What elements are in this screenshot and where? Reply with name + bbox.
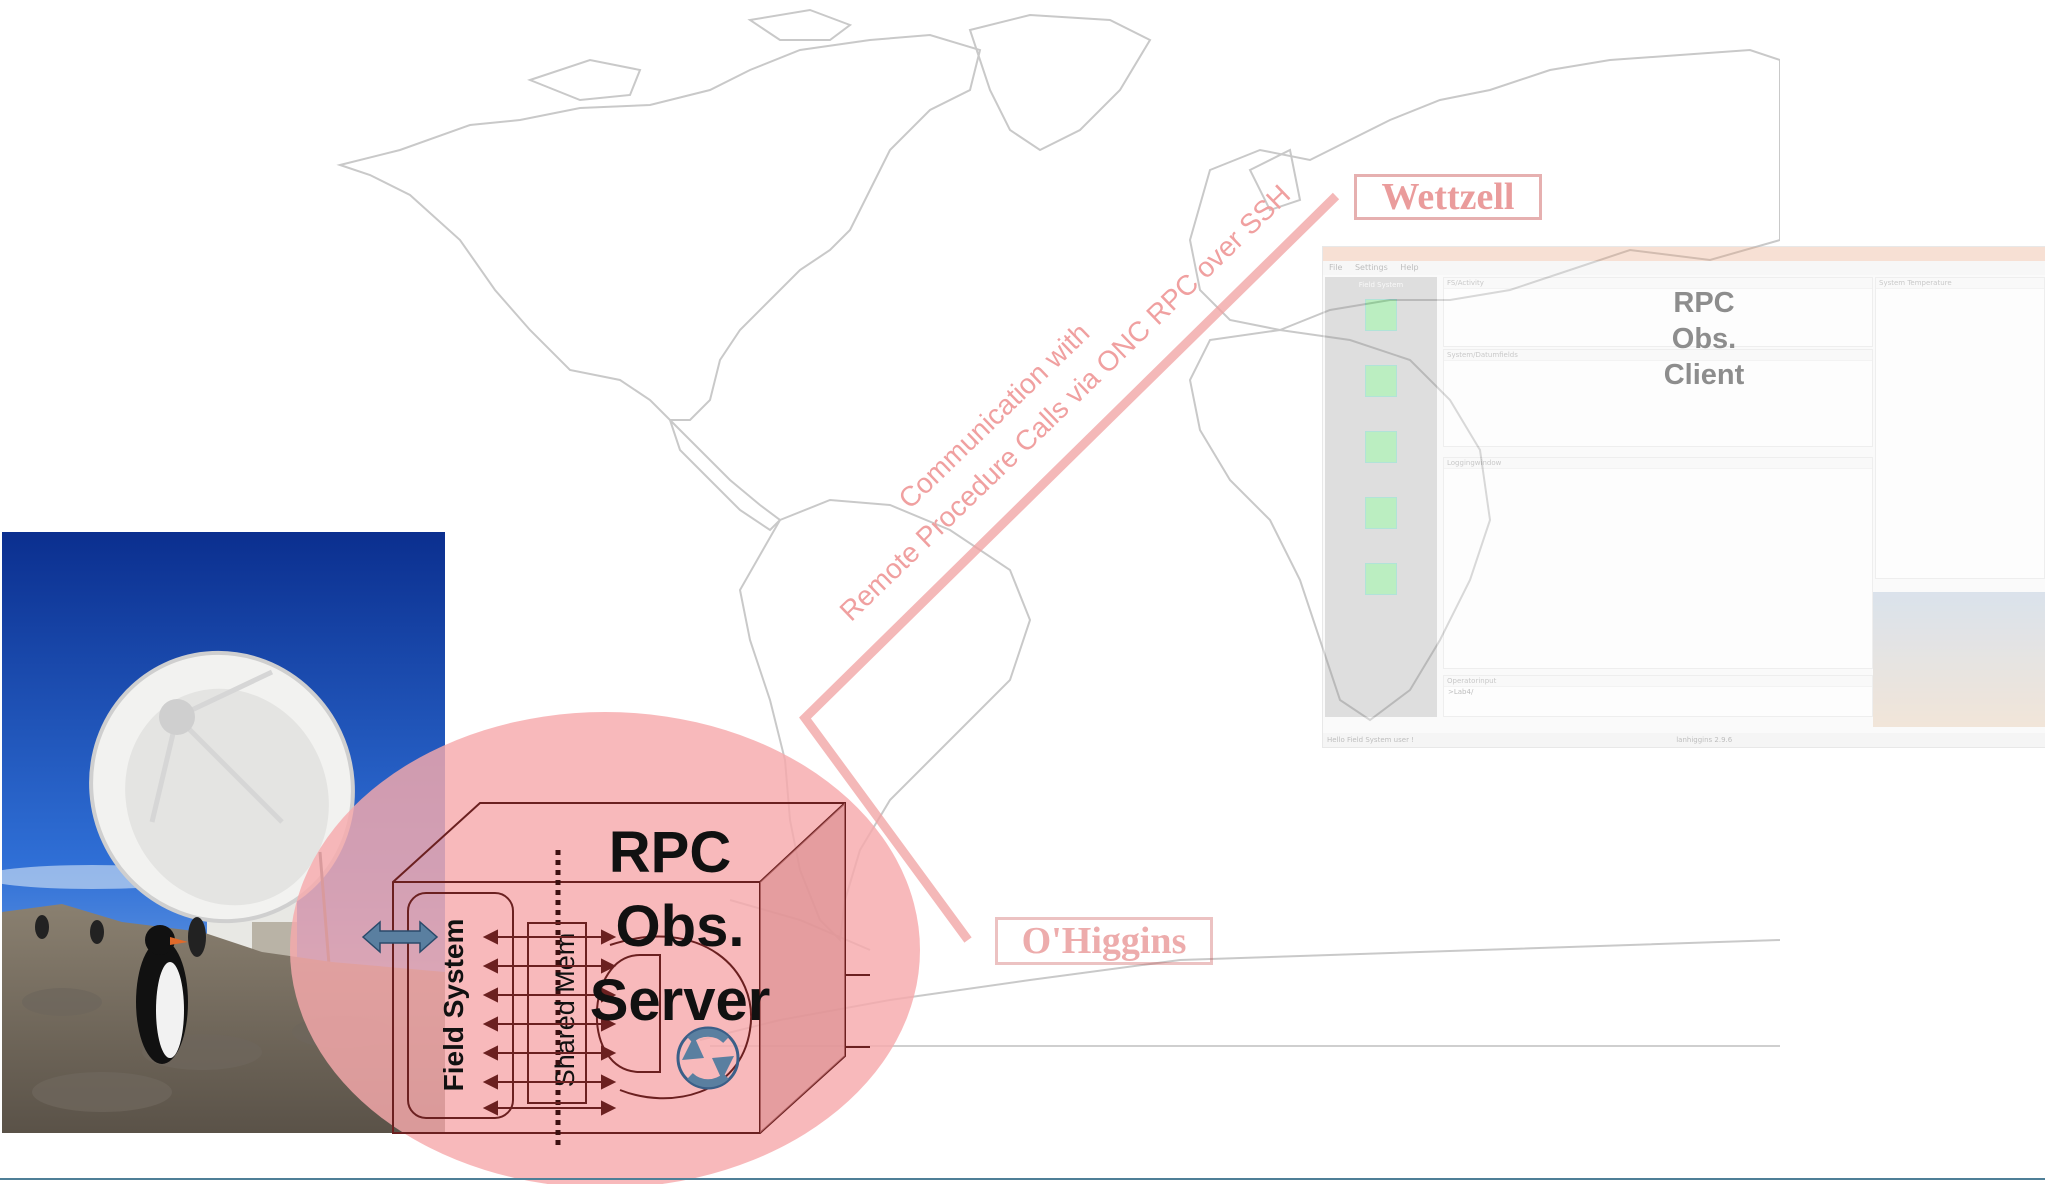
panel-system-temperature: System Temperature — [1875, 277, 2045, 579]
client-label-line3: Client — [1663, 359, 1745, 391]
panel-title: FS/Activity — [1444, 278, 1872, 289]
data-arrow-head-right — [601, 1045, 617, 1061]
data-arrow-head-right — [601, 1074, 617, 1090]
module-indicator[interactable] — [1365, 365, 1397, 397]
station-label-wettzell: Wettzell — [1354, 174, 1542, 220]
data-arrows — [482, 929, 617, 1116]
data-arrow-head-left — [482, 1016, 498, 1032]
shared-mem-label: Shared Mem — [550, 933, 580, 1088]
cycle-icon — [676, 1026, 740, 1090]
data-arrow-head-right — [601, 1016, 617, 1032]
data-arrow-head-left — [482, 929, 498, 945]
data-arrow-head-right — [601, 958, 617, 974]
server-label-line2: Obs. — [616, 894, 745, 959]
panel-logging: Loggingwindow — [1443, 457, 1873, 669]
menu-help[interactable]: Help — [1400, 263, 1419, 272]
menu-settings[interactable]: Settings — [1354, 263, 1388, 272]
rpc-link-line — [799, 192, 1340, 943]
client-menubar: File Settings Help — [1323, 261, 2045, 275]
data-arrow-head-left — [482, 1045, 498, 1061]
module-indicator[interactable] — [1365, 497, 1397, 529]
client-statusbar: Hello Field System user ! lanhiggins 2.9… — [1323, 733, 2045, 747]
data-arrow-head-left — [482, 1100, 498, 1116]
operator-input-field[interactable]: >Lab4/ — [1448, 688, 1474, 696]
link-caption: Communication with Remote Procedure Call… — [834, 179, 1297, 627]
status-right: lanhiggins 2.9.6 — [1676, 736, 1733, 744]
panel-datumfields: System/Datumfields — [1443, 349, 1873, 447]
server-label-line3: Server — [590, 968, 771, 1033]
data-arrow-head-right — [601, 987, 617, 1003]
field-system-box — [407, 892, 514, 1119]
link-caption-line2: Remote Procedure Calls via ONC RPC over … — [834, 179, 1297, 627]
data-arrow-head-left — [482, 1074, 498, 1090]
client-sidebar: Field System — [1325, 277, 1437, 717]
menu-file[interactable]: File — [1329, 263, 1343, 272]
server-label-line1: RPC — [609, 820, 731, 885]
client-label-line1: RPC — [1673, 287, 1735, 319]
panel-title: System Temperature — [1876, 278, 2044, 289]
panel-activity: FS/Activity — [1443, 277, 1873, 347]
station-label-ohiggins: O'Higgins — [995, 917, 1213, 965]
client-window-titlebar — [1323, 247, 2045, 261]
panel-title: Loggingwindow — [1444, 458, 1872, 469]
field-system-link-arrow — [361, 920, 439, 954]
client-label: RPC Obs. Client — [1660, 285, 1748, 393]
sidebar-title: Field System — [1358, 281, 1404, 289]
data-arrow-head-right — [601, 929, 617, 945]
module-indicator[interactable] — [1365, 299, 1397, 331]
field-system-label: Field System — [438, 919, 469, 1092]
module-indicator[interactable] — [1365, 431, 1397, 463]
data-arrow-head-left — [482, 987, 498, 1003]
panel-title: System/Datumfields — [1444, 350, 1872, 361]
shared-mem-box — [527, 922, 587, 1104]
module-indicator[interactable] — [1365, 563, 1397, 595]
client-label-line2: Obs. — [1671, 323, 1737, 355]
status-left: Hello Field System user ! — [1327, 736, 1414, 744]
panel-title: Operatorinput — [1444, 676, 1872, 687]
panel-operator-input: Operatorinput >Lab4/ — [1443, 675, 1873, 717]
server-process-shape — [595, 935, 753, 1100]
data-arrow-head-right — [601, 1100, 617, 1116]
bottom-rule — [0, 1178, 2045, 1180]
data-arrow-head-left — [482, 958, 498, 974]
client-window: File Settings Help Field System FS/Activ… — [1322, 246, 2045, 748]
client-antenna-photo — [1873, 592, 2045, 727]
